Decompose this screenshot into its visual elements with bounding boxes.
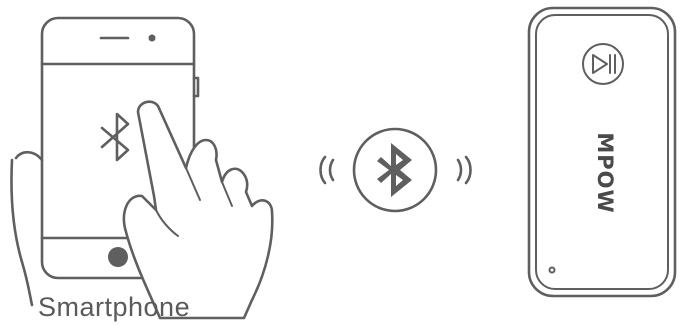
left-hand-icon [11,152,42,305]
phone-home-button [108,247,128,267]
receiver-device: MPOW [529,8,675,296]
phone-caption: Smartphone [38,292,190,323]
hand-icon [124,102,272,318]
signal-waves-left-icon [321,157,334,183]
signal-waves-right-icon [458,157,471,183]
phone-camera [149,35,156,42]
bluetooth-icon [354,129,436,211]
device-brand-label: MPOW [593,132,617,213]
